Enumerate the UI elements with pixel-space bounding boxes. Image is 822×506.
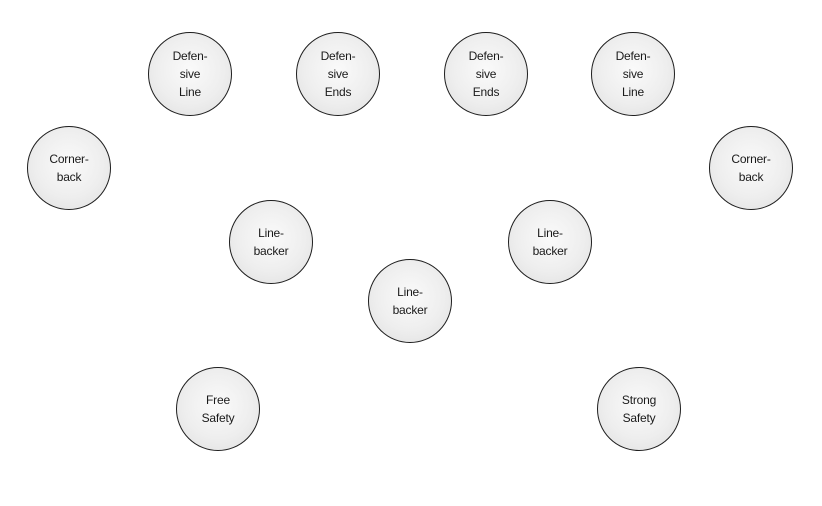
player-label: Line- backer [392, 285, 428, 317]
player-defensive-line-right: Defen- sive Line [591, 32, 675, 116]
player-label: Defen- sive Ends [468, 49, 504, 99]
player-linebacker-right: Line- backer [508, 200, 592, 284]
player-free-safety: Free Safety [176, 367, 260, 451]
player-strong-safety: Strong Safety [597, 367, 681, 451]
player-defensive-line-left: Defen- sive Line [148, 32, 232, 116]
player-label: Corner- back [731, 152, 771, 184]
player-defensive-end-left: Defen- sive Ends [296, 32, 380, 116]
player-label: Free Safety [201, 393, 235, 425]
player-cornerback-left: Corner- back [27, 126, 111, 210]
player-linebacker-left: Line- backer [229, 200, 313, 284]
player-linebacker-middle: Line- backer [368, 259, 452, 343]
player-label: Line- backer [253, 226, 289, 258]
player-label: Line- backer [532, 226, 568, 258]
player-defensive-end-right: Defen- sive Ends [444, 32, 528, 116]
player-cornerback-right: Corner- back [709, 126, 793, 210]
player-label: Defen- sive Ends [320, 49, 356, 99]
player-label: Corner- back [49, 152, 89, 184]
player-label: Defen- sive Line [172, 49, 208, 99]
player-label: Strong Safety [621, 393, 657, 425]
player-label: Defen- sive Line [615, 49, 651, 99]
